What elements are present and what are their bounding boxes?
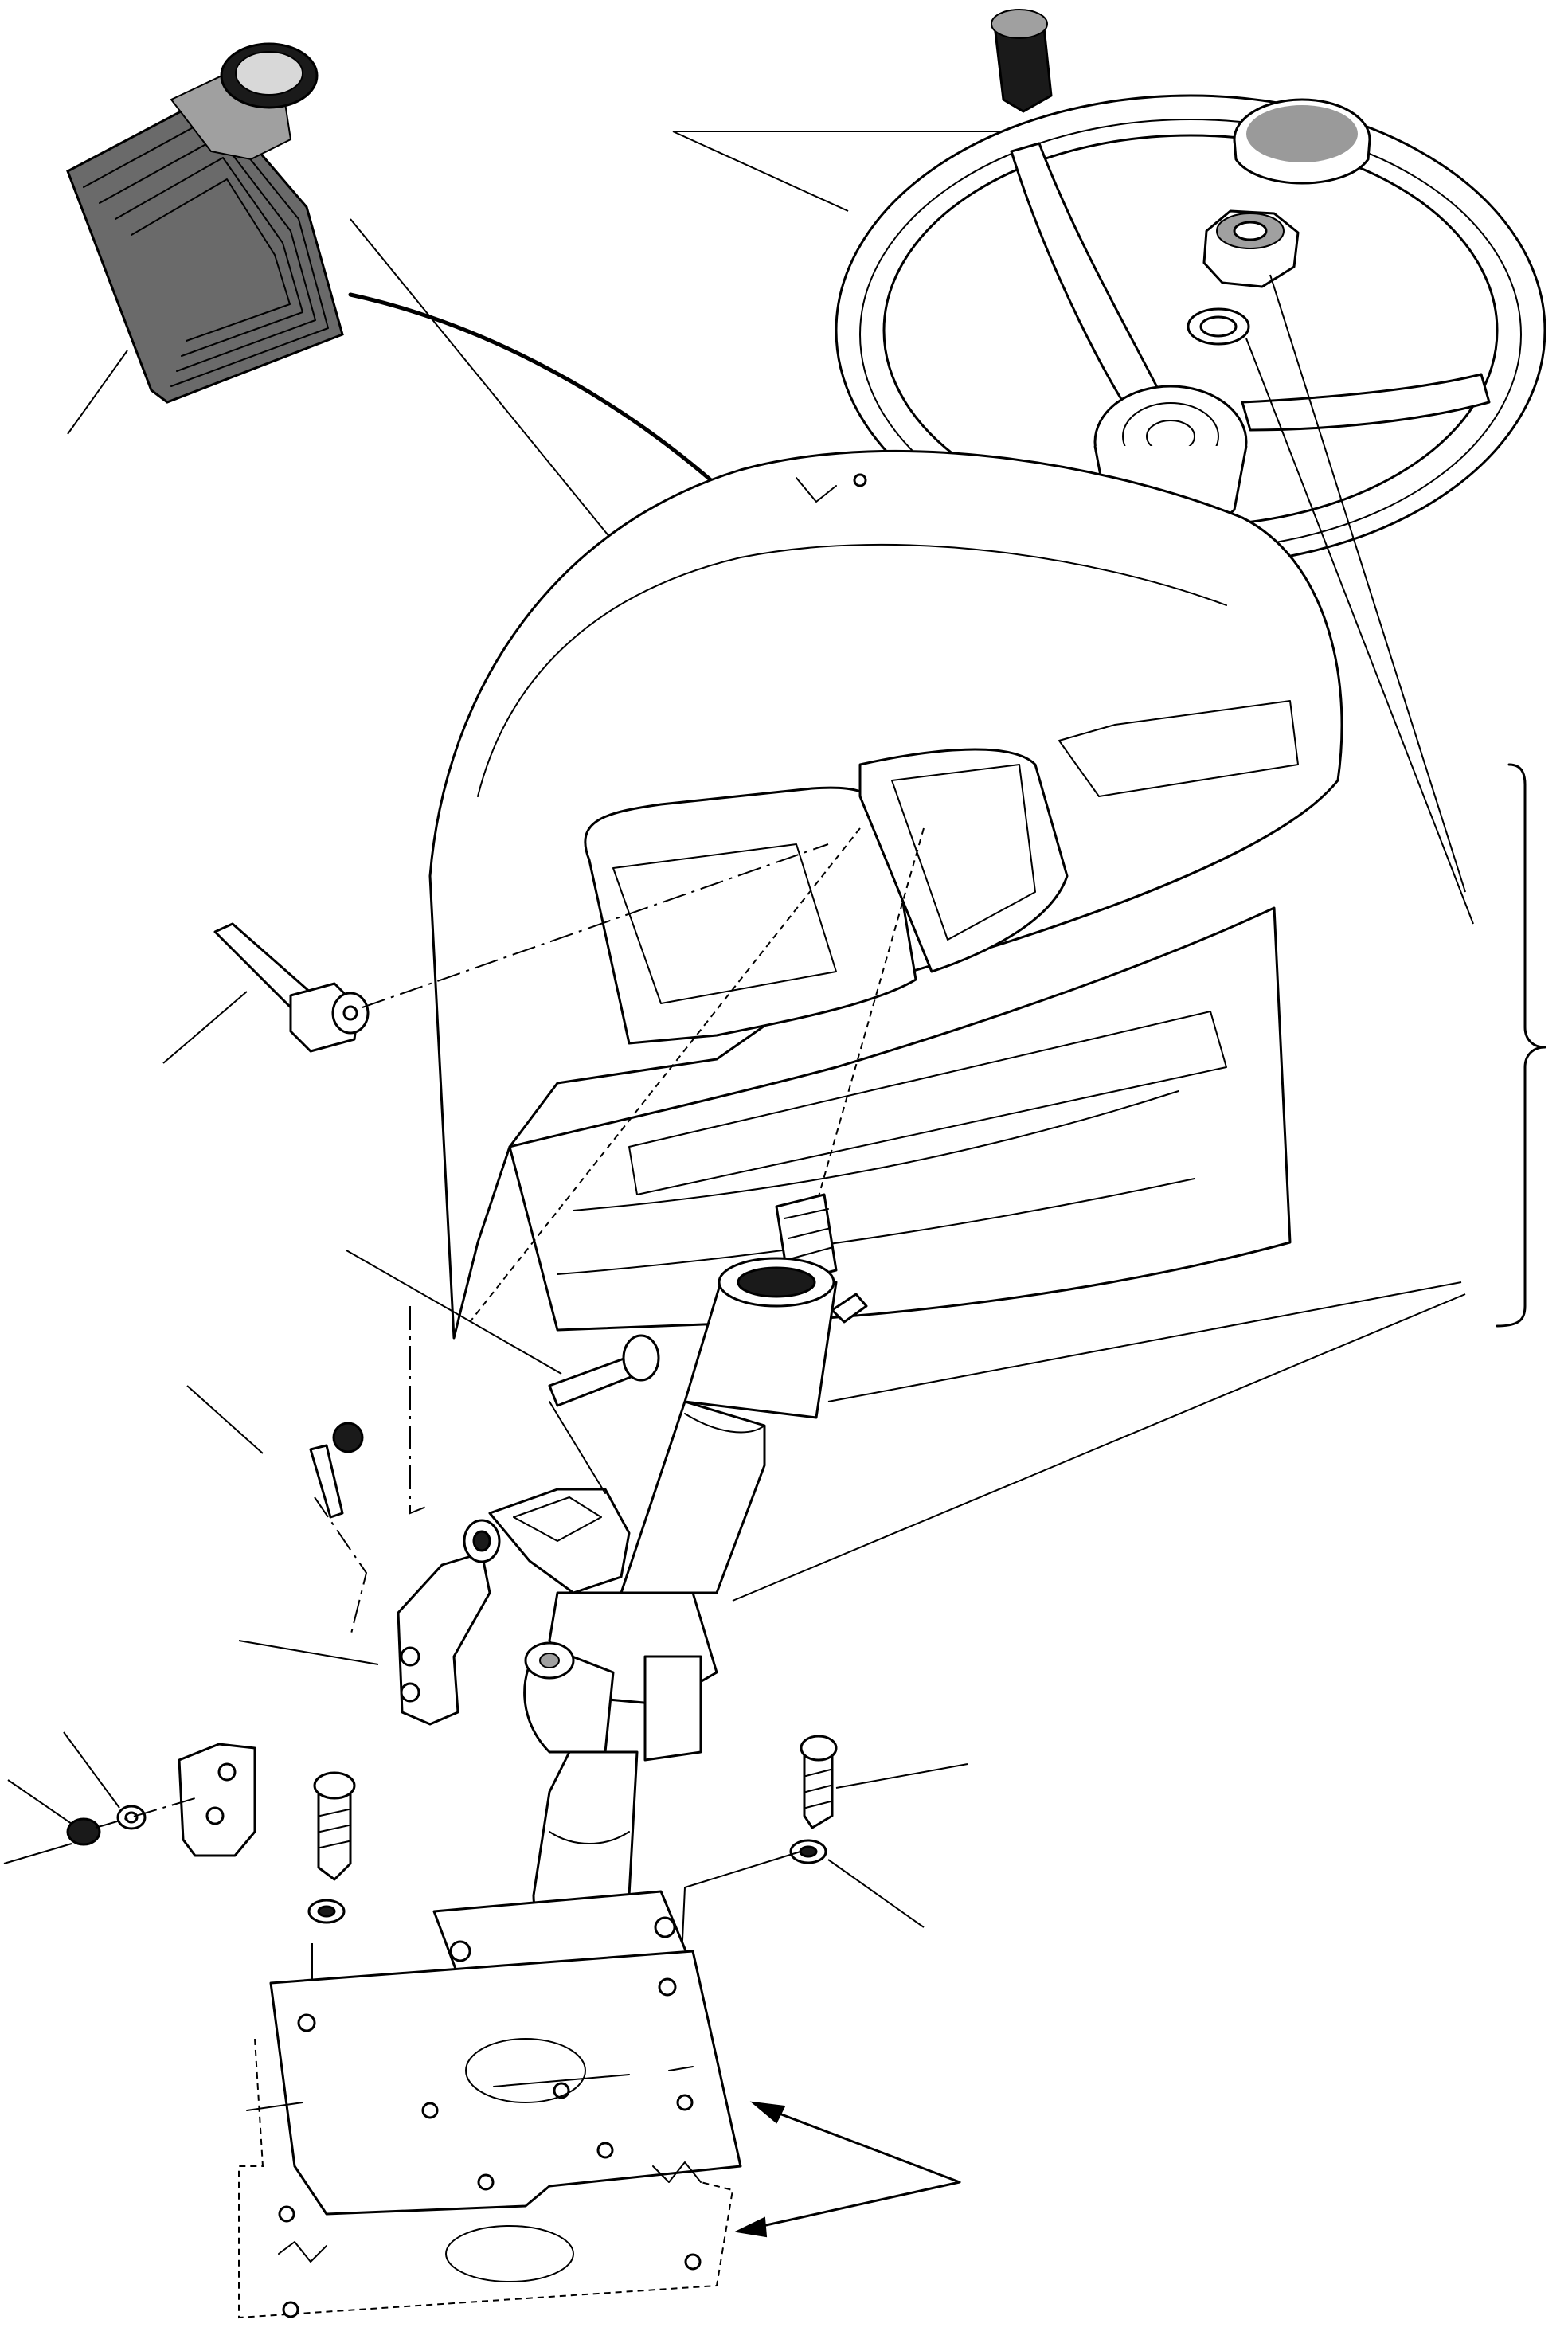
steering-wheel-washer: [1187, 307, 1474, 925]
floor-plate: [238, 2038, 734, 2319]
tilt-lock-lever: [162, 843, 829, 1064]
steering-column: [488, 1193, 1466, 1945]
gear-lever-boot: [66, 42, 344, 435]
assembly-brace: [1496, 763, 1546, 1328]
projection-lines: [409, 827, 925, 1515]
horn-button-cap: [1233, 98, 1371, 185]
bracket-nut-washer: [3, 1731, 256, 1864]
dashboard-cowl: [428, 449, 1343, 1340]
spinner-knob: [991, 9, 1053, 113]
floor-arrows: [733, 2101, 961, 2238]
mounting-plate: [269, 1950, 742, 2216]
column-screws: [307, 1250, 968, 2007]
steering-wheel-nut: [1202, 209, 1466, 893]
column-bracket: [186, 1385, 501, 1726]
